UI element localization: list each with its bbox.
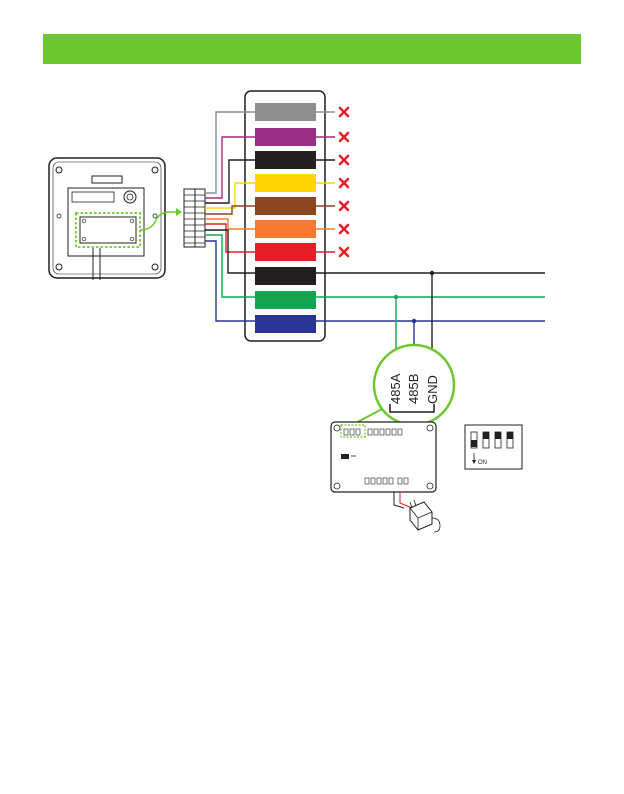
wire-swatch-blue bbox=[255, 315, 316, 333]
dip-switch: ON bbox=[465, 425, 522, 469]
wire-swatch-black bbox=[255, 267, 316, 285]
wire-swatch-black bbox=[255, 151, 316, 169]
cross-icon bbox=[340, 108, 348, 116]
wire-swatch-grey bbox=[255, 103, 316, 121]
dip-lever bbox=[495, 432, 501, 439]
controller-board bbox=[331, 422, 436, 508]
device-back-view bbox=[49, 158, 182, 280]
wire-swatch-red bbox=[255, 243, 316, 261]
cross-icon bbox=[340, 202, 348, 210]
wires-layer bbox=[205, 103, 545, 362]
cross-icon bbox=[340, 156, 348, 164]
cross-icon bbox=[340, 248, 348, 256]
terminal-label-485a: 485A bbox=[388, 373, 403, 404]
wire-swatch-purple bbox=[255, 128, 316, 146]
cross-icon bbox=[340, 133, 348, 141]
cross-icon bbox=[340, 179, 348, 187]
junction-dot bbox=[430, 271, 434, 275]
dip-lever bbox=[471, 440, 477, 447]
cross-icon bbox=[340, 225, 348, 233]
arrow-head-icon bbox=[176, 208, 182, 216]
wire-swatch-green bbox=[255, 291, 316, 309]
terminal-label-gnd: GND bbox=[425, 375, 440, 404]
junction-dot bbox=[394, 295, 398, 299]
dip-lever bbox=[507, 432, 513, 439]
connector-plug bbox=[184, 189, 205, 247]
power-adapter-icon bbox=[410, 500, 440, 532]
wire-swatch-orange bbox=[255, 220, 316, 238]
wire-swatch-yellow bbox=[255, 174, 316, 192]
dip-lever bbox=[483, 432, 489, 439]
wire-swatch-brown bbox=[255, 197, 316, 215]
junction-dot bbox=[412, 319, 416, 323]
terminal-magnifier: 485A 485B GND bbox=[352, 345, 454, 425]
dip-switch-on-label: ON bbox=[478, 460, 487, 466]
terminal-label-485b: 485B bbox=[406, 374, 421, 404]
